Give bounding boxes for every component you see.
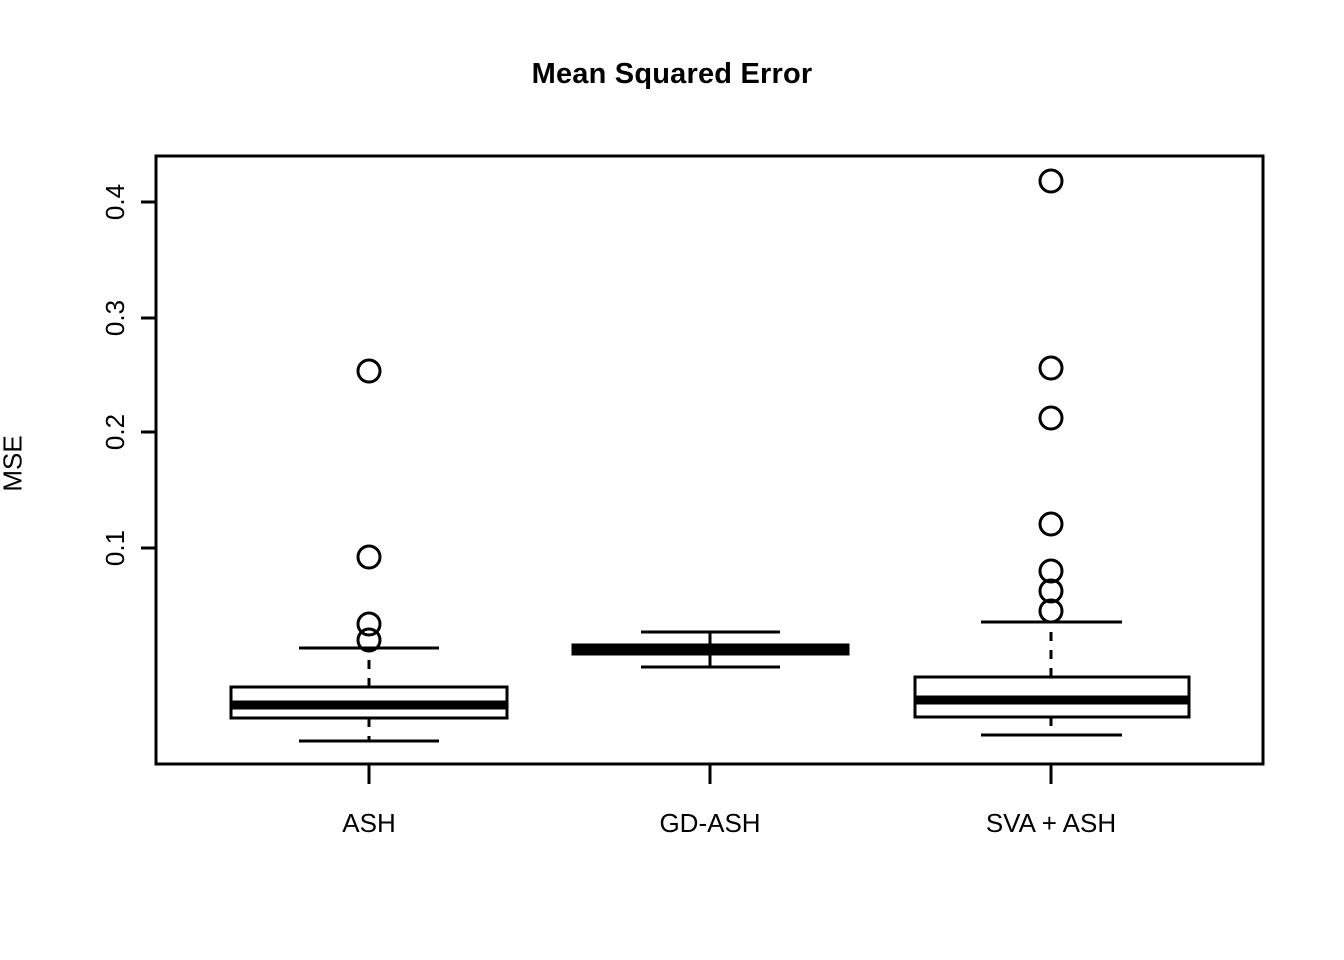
y-tick-label-0.2: 0.2 [100,414,130,450]
sva-ash-outlier [1038,405,1064,431]
box-sva-ash [913,168,1191,737]
y-axis-tick-labels: 0.1 0.2 0.3 0.4 [100,184,130,566]
x-label-sva-ash: SVA + ASH [986,808,1116,838]
ash-outlier [356,627,382,653]
y-tick-label-0.1: 0.1 [100,530,130,566]
box-gd-ash [571,630,850,669]
y-tick-label-0.4: 0.4 [100,184,130,220]
sva-ash-outlier [1038,168,1064,194]
page-title: Mean Squared Error [531,58,813,90]
y-axis-ticks [141,200,156,550]
sva-ash-outlier [1038,355,1064,381]
sva-ash-outlier [1038,598,1064,624]
ash-outlier [356,611,382,637]
x-axis-ticks [367,764,1053,784]
y-tick-label-0.3: 0.3 [100,300,130,336]
sva-ash-outlier [1038,558,1064,584]
x-label-gd-ash: GD-ASH [659,808,760,838]
box-ash [229,358,509,743]
x-axis-category-labels: ASH GD-ASH SVA + ASH [342,808,1116,838]
ash-outlier [356,544,382,570]
ash-outlier [356,358,382,384]
sva-ash-outlier [1038,578,1064,604]
plot-frame [154,154,1265,766]
x-label-ash: ASH [342,808,395,838]
sva-ash-outlier [1038,511,1064,537]
